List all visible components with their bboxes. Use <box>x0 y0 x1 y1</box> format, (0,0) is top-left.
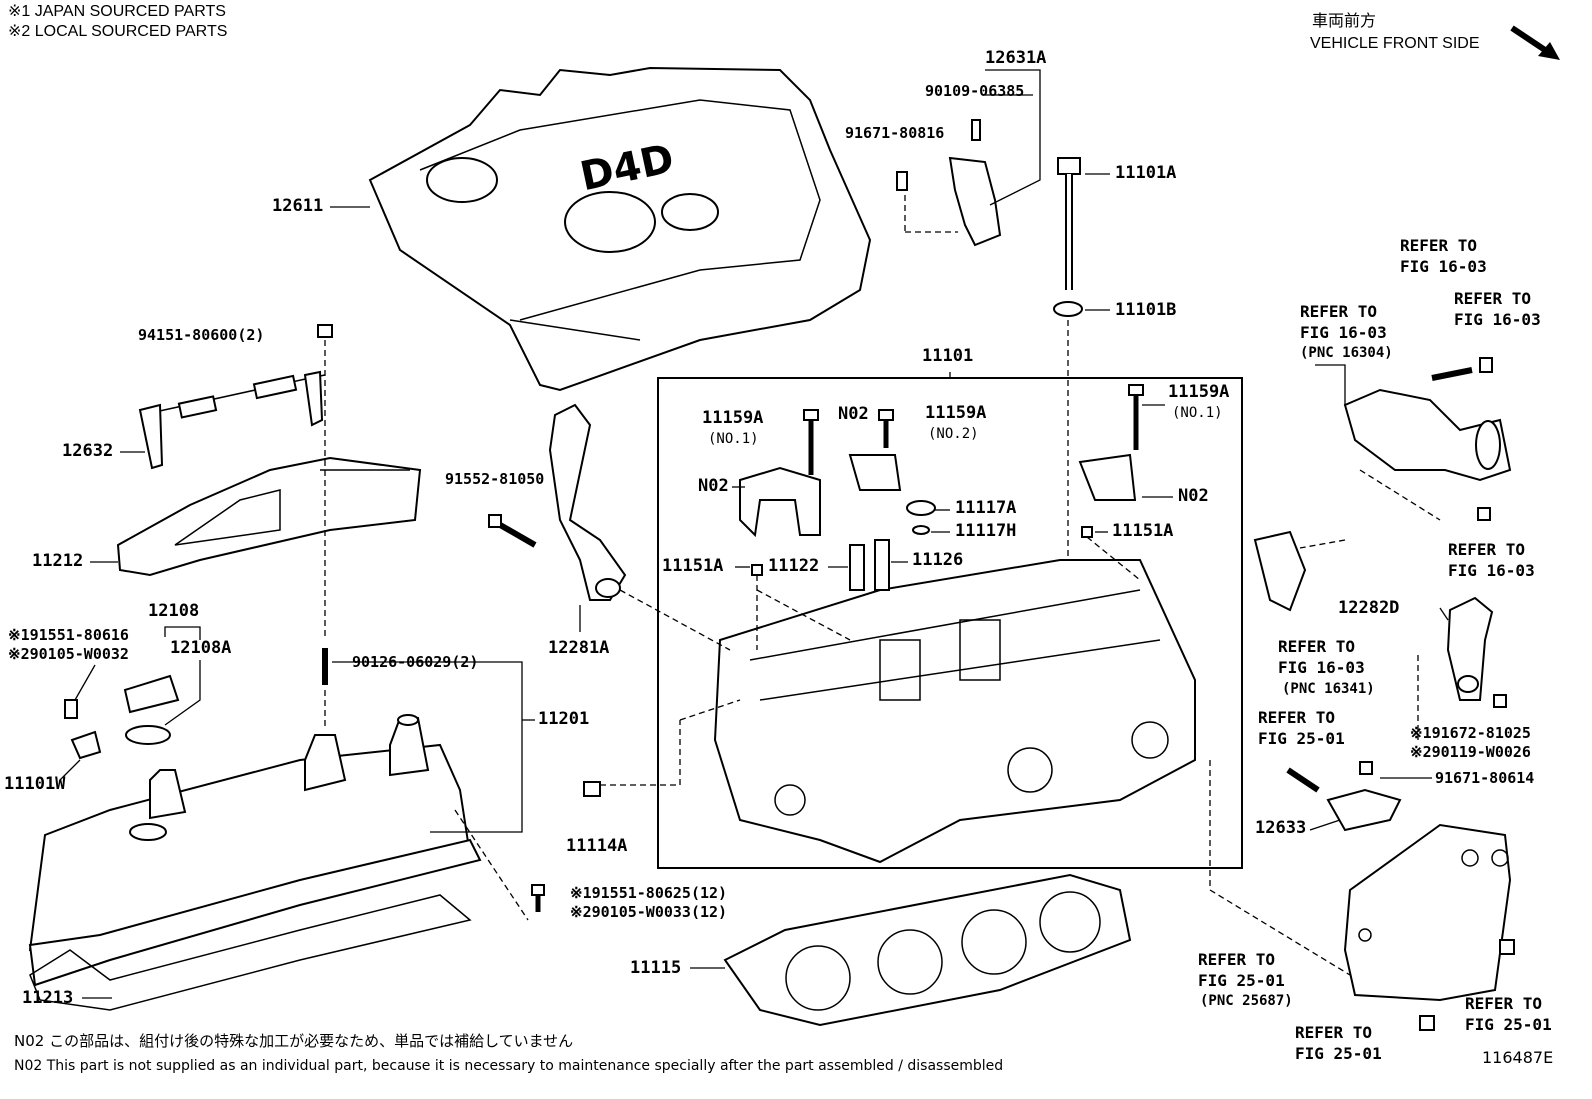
pnc-16341: (PNC 16341) <box>1282 681 1375 697</box>
wire-bracket-drawing <box>138 324 333 470</box>
engine-cover-drawing <box>368 66 872 392</box>
refer-fig-25-01-bottom[interactable]: REFER TO FIG 25-01 <box>1295 1023 1382 1063</box>
assembly-lines <box>600 536 1351 976</box>
refer-fig-25-01-right[interactable]: REFER TO FIG 25-01 <box>1465 994 1552 1034</box>
part-12108[interactable]: 12108 <box>148 601 200 621</box>
part-11122[interactable]: 11122 <box>768 556 820 576</box>
baffle-plate-drawing <box>116 456 422 577</box>
refer-fig-16-03-lower[interactable]: REFER TO FIG 16-03 <box>1448 540 1535 580</box>
legend-local-sourced: ※2 LOCAL SOURCED PARTS <box>8 23 228 40</box>
part-290105-W0033[interactable]: ※290105-W0033(12) <box>570 903 728 921</box>
part-11159A-no2-sub: (NO.2) <box>928 426 979 442</box>
part-91671-80614[interactable]: 91671-80614 <box>1435 769 1535 787</box>
cylinder-head-cover-drawing <box>28 714 482 987</box>
leader-lines <box>59 69 1449 999</box>
bracket-12633-drawing <box>1286 761 1402 832</box>
footnote-n02-english: N02 This part is not supplied as an indi… <box>14 1058 1004 1074</box>
part-11151A-right[interactable]: 11151A <box>1112 521 1174 541</box>
bolt-91552-drawing <box>488 514 537 548</box>
part-11115[interactable]: 11115 <box>630 958 682 978</box>
head-gasket-drawing <box>723 873 1132 1027</box>
part-90109-06385[interactable]: 90109-06385 <box>925 82 1025 100</box>
refer-fig-16-03-right[interactable]: REFER TO FIG 16-03 <box>1454 289 1541 329</box>
bracket-12631A-drawing <box>896 119 1002 247</box>
vehicle-front-arrow-icon <box>1510 25 1560 60</box>
vehicle-front-label-jp: 車両前方 <box>1312 13 1377 30</box>
cylinder-head-drawing <box>713 559 1196 864</box>
part-191551-80625[interactable]: ※191551-80625(12) <box>570 884 728 902</box>
camshaft-caps-drawing <box>739 384 1144 538</box>
part-12281A[interactable]: 12281A <box>548 638 610 658</box>
refer-fig-16-03-pnc16304[interactable]: REFER TO FIG 16-03 <box>1300 302 1387 342</box>
part-191672-81025[interactable]: ※191672-81025 <box>1410 724 1531 742</box>
refer-fig-25-01-pnc25687[interactable]: REFER TO FIG 25-01 <box>1198 950 1285 990</box>
part-11117H[interactable]: 11117H <box>955 521 1017 541</box>
part-11213[interactable]: 11213 <box>22 988 74 1008</box>
part-90126-06029[interactable]: 90126-06029(2) <box>352 653 479 671</box>
part-11126[interactable]: 11126 <box>912 550 964 570</box>
part-12108A[interactable]: 12108A <box>170 638 232 658</box>
part-12611[interactable]: 12611 <box>272 196 324 216</box>
sensor-11101W-drawing <box>64 699 102 760</box>
part-91671-80816[interactable]: 91671-80816 <box>845 124 945 142</box>
bolt-91551-80625-drawing <box>454 809 545 921</box>
water-outlet-drawing <box>1253 357 1512 612</box>
legend-japan-sourced: ※1 JAPAN SOURCED PARTS <box>8 3 226 20</box>
part-11114A[interactable]: 11114A <box>566 836 628 856</box>
refer-fig-16-03-pnc16341[interactable]: REFER TO FIG 16-03 <box>1278 637 1365 677</box>
engine-hanger-front-drawing <box>548 403 627 601</box>
part-290119-W0026[interactable]: ※290119-W0026 <box>1410 743 1531 761</box>
part-11159A-no2[interactable]: 11159A <box>925 403 987 423</box>
part-11159A-no1-right-sub: (NO.1) <box>1172 405 1223 421</box>
part-91552-81050[interactable]: 91552-81050 <box>445 470 545 488</box>
part-11101W[interactable]: 11101W <box>4 774 66 794</box>
part-12632[interactable]: 12632 <box>62 441 114 461</box>
part-94151-80600[interactable]: 94151-80600(2) <box>138 326 265 344</box>
mounting-bracket-drawing <box>1343 823 1515 1031</box>
part-N02-mid[interactable]: N02 <box>838 404 869 424</box>
part-11117A[interactable]: 11117A <box>955 498 1017 518</box>
figure-id: 116487E <box>1482 1048 1554 1067</box>
pnc-16304: (PNC 16304) <box>1300 345 1393 361</box>
valve-guides-drawing <box>751 500 1093 591</box>
refer-fig-25-01-top[interactable]: REFER TO FIG 25-01 <box>1258 708 1345 748</box>
part-12282D[interactable]: 12282D <box>1338 598 1400 618</box>
part-191551-80616[interactable]: ※191551-80616 <box>8 626 129 644</box>
part-12631A[interactable]: 12631A <box>985 48 1047 68</box>
part-11101A[interactable]: 11101A <box>1115 163 1177 183</box>
head-cover-gasket-drawing <box>29 894 472 1011</box>
part-11212[interactable]: 11212 <box>32 551 84 571</box>
dowel-pin-drawing <box>583 781 601 797</box>
part-N02-right[interactable]: N02 <box>1178 486 1209 506</box>
part-11101B[interactable]: 11101B <box>1115 300 1177 320</box>
part-290105-W0032[interactable]: ※290105-W0032 <box>8 645 129 663</box>
engine-hanger-rear-drawing <box>1417 596 1507 740</box>
part-N02-left[interactable]: N02 <box>698 476 729 496</box>
part-12633[interactable]: 12633 <box>1255 818 1307 838</box>
refer-fig-16-03-top[interactable]: REFER TO FIG 16-03 <box>1400 236 1487 276</box>
pnc-25687: (PNC 25687) <box>1200 993 1293 1009</box>
part-11159A-no1-right[interactable]: 11159A <box>1168 382 1230 402</box>
part-11151A-left[interactable]: 11151A <box>662 556 724 576</box>
part-11159A-no1-left-sub: (NO.1) <box>708 431 759 447</box>
footnote-n02-japanese: N02 この部品は、組付け後の特殊な加工が必要なため、単品では補給していません <box>14 1032 574 1050</box>
oil-filler-cap-drawing <box>123 674 180 745</box>
part-11101[interactable]: 11101 <box>922 346 974 366</box>
part-11159A-no1-left[interactable]: 11159A <box>702 408 764 428</box>
part-11201[interactable]: 11201 <box>538 709 590 729</box>
vehicle-front-label: VEHICLE FRONT SIDE <box>1310 35 1480 52</box>
